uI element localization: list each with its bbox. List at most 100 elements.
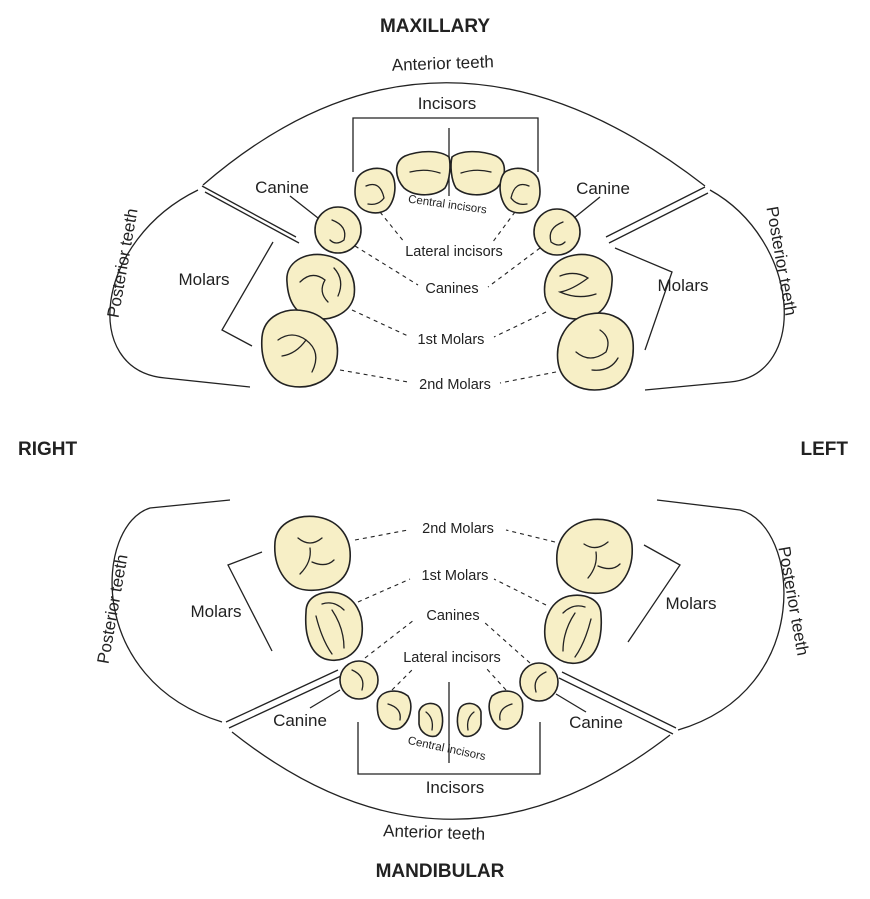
mand-canine-right [339, 660, 379, 700]
max-canine-pointer-left [573, 196, 601, 219]
max-second-molar-right [260, 309, 339, 388]
max-canine-left [533, 208, 581, 256]
max-canine-right-label: Canine [255, 178, 309, 197]
max-first-molar-left-groove [557, 272, 597, 298]
mand-canine-pointer-left [555, 693, 587, 713]
max-separator-left-a [605, 186, 706, 238]
max-incisors-label: Incisors [418, 94, 477, 113]
max-posterior-right-label: Posterior teeth [104, 207, 142, 319]
max-canine-left-label: Canine [576, 179, 630, 198]
mand-second-molars-label: 2nd Molars [422, 521, 494, 537]
mand-canine-pointer-right [309, 689, 341, 709]
mand-molar-bracket-right [227, 551, 273, 652]
max-second-molars-label: 2nd Molars [419, 377, 491, 393]
mand-central-incisor-left-groove [466, 711, 475, 731]
max-anterior-arc [202, 82, 706, 187]
right-side-label: RIGHT [18, 439, 78, 460]
max-central-incisor-left-ridge [460, 169, 492, 174]
max-anterior-teeth-label: Anterior teeth [391, 52, 494, 75]
max-molar-bracket-left [614, 247, 673, 351]
max-canine-right-groove [329, 219, 346, 244]
mand-posterior-right-label: Posterior teeth [94, 553, 132, 665]
mand-separator-right-b [228, 675, 342, 729]
mand-central-incisor-left [456, 702, 482, 738]
mand-dash-lateral-left [485, 667, 507, 691]
mand-anterior-arc [231, 731, 671, 820]
mand-canine-left-label: Canine [569, 713, 623, 732]
mand-second-molar-left-groove [583, 541, 621, 579]
mand-incisors-label: Incisors [426, 778, 485, 797]
max-molars-right-label: Molars [178, 270, 229, 289]
mandibular-title: MANDIBULAR [376, 861, 505, 882]
mand-canine-right-groove [351, 669, 364, 691]
mand-central-incisor-right [418, 702, 444, 738]
max-second-molar-left-groove-b [591, 357, 619, 371]
max-central-incisor-left [450, 150, 506, 196]
max-molar-bracket-right [221, 241, 274, 347]
max-lateral-incisors-label: Lateral incisors [405, 244, 503, 260]
max-central-incisor-right-ridge [409, 169, 441, 174]
mand-lateral-incisor-left [488, 690, 524, 730]
max-dash-canine-left [487, 247, 541, 288]
mand-incisor-bracket [357, 722, 541, 775]
max-lateral-incisor-left-groove [510, 183, 530, 206]
mand-separator-left-b [558, 677, 674, 735]
max-molars-left-label: Molars [657, 276, 708, 295]
mand-second-molar-right-groove [297, 537, 335, 575]
mand-lateral-incisors-label: Lateral incisors [403, 650, 501, 666]
max-dash-first-molar-right [351, 309, 409, 337]
max-second-molar-right-groove-b [305, 339, 317, 373]
mand-lateral-incisor-left-groove [499, 703, 513, 721]
max-central-incisors-label: Central incisors [407, 194, 487, 217]
max-posterior-arc-left [644, 189, 785, 391]
mand-first-molar-right [304, 591, 364, 661]
mand-lateral-incisor-right [376, 690, 412, 730]
mand-first-molar-left-groove [562, 605, 592, 658]
max-lateral-incisor-right-groove [365, 183, 385, 206]
max-second-molar-left [556, 312, 635, 391]
mand-canine-right-label: Canine [273, 711, 327, 730]
mand-first-molar-left [543, 594, 603, 664]
max-posterior-arc-right [109, 189, 251, 388]
mand-lateral-incisor-right-groove [387, 703, 401, 721]
max-dash-first-molar-left [493, 311, 547, 338]
mand-dash-first-molar-left [493, 578, 547, 606]
left-side-label: LEFT [801, 439, 849, 460]
mand-separator-left-a [561, 671, 677, 729]
max-posterior-left-label: Posterior teeth [762, 205, 800, 317]
mand-canines-label: Canines [426, 608, 479, 624]
max-first-molar-right-groove-a [299, 274, 329, 303]
max-lateral-incisor-right [354, 167, 396, 214]
max-separator-right-b [204, 191, 300, 244]
max-dash-lateral-right [379, 211, 406, 244]
mand-dash-lateral-right [391, 667, 415, 691]
maxillary-arch: Anterior teeth Incisors Canine Canine Mo… [104, 52, 801, 393]
mand-separator-right-a [225, 669, 339, 723]
mand-molar-bracket-left [627, 544, 681, 643]
max-first-molar-left [543, 253, 613, 320]
max-canine-left-groove [549, 221, 566, 246]
max-dash-second-molar-right [339, 369, 409, 383]
maxillary-title: MAXILLARY [380, 16, 490, 37]
max-canines-label: Canines [425, 281, 478, 297]
mand-dash-second-molar-left [505, 529, 556, 543]
mand-dash-canine-left [483, 621, 531, 664]
max-separator-left-b [608, 192, 709, 244]
max-second-molar-left-groove-a [575, 329, 609, 359]
mand-first-molars-label: 1st Molars [422, 568, 489, 584]
mand-dash-first-molar-right [357, 578, 411, 603]
mandibular-arch: 2nd Molars 1st Molars Canines Lateral in… [94, 499, 812, 844]
max-canine-pointer-right [289, 195, 319, 219]
mand-posterior-left-label: Posterior teeth [774, 545, 812, 657]
max-dash-lateral-left [491, 211, 516, 244]
mand-molars-left-label: Molars [665, 594, 716, 613]
mand-canine-left [519, 662, 559, 702]
max-canine-right [314, 206, 362, 254]
max-incisor-bracket [352, 117, 539, 172]
mand-molars-right-label: Molars [190, 602, 241, 621]
max-first-molars-label: 1st Molars [418, 332, 485, 348]
mand-dash-canine-right [364, 619, 415, 659]
mand-dash-second-molar-right [354, 529, 409, 541]
